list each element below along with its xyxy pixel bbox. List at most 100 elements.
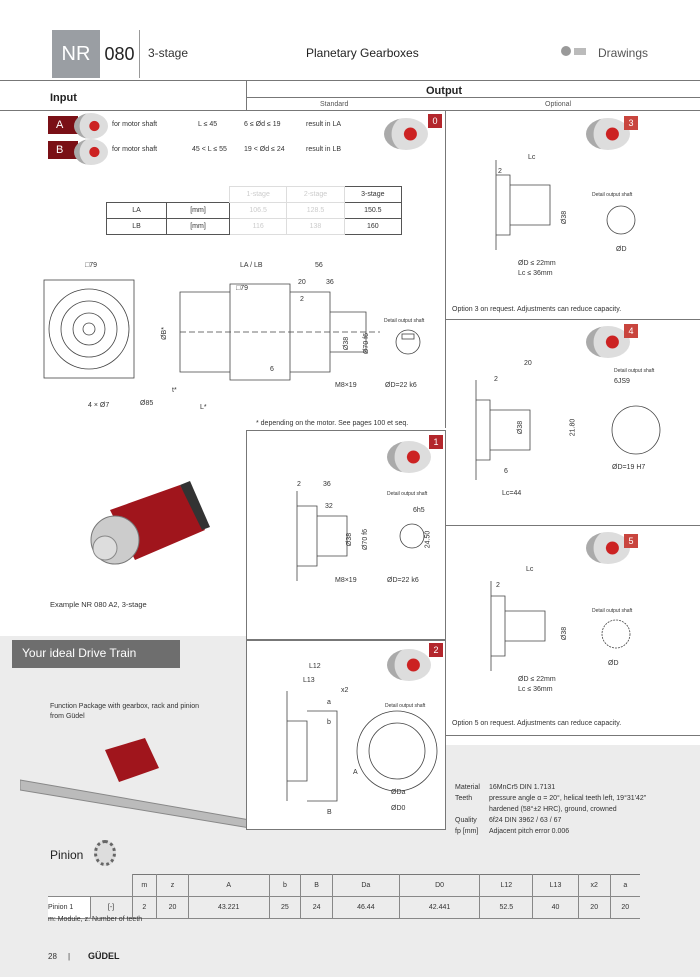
gearbox-image	[586, 118, 630, 150]
dim-label: Lc	[528, 154, 536, 161]
gearbox-image	[387, 649, 431, 681]
dim-label: ØD	[608, 660, 619, 667]
panel-5: 5 Lc 2 Ø38 ØD ØD ≤ 22mm Lc ≤ 36mm Detail…	[446, 526, 700, 736]
detail-label: Detail output shaft	[614, 368, 655, 374]
dim-label: ØB*	[160, 327, 168, 340]
pinion-note: m: Module, z: Number of teeth	[48, 916, 143, 923]
product-image	[70, 470, 210, 580]
dim-label: ØD ≤ 22mm	[518, 676, 556, 683]
col-header: B	[300, 874, 333, 897]
dim-label: Lc ≤ 36mm	[518, 686, 553, 693]
standard-label: Standard	[320, 101, 349, 108]
dim-label: Lc	[526, 566, 534, 573]
page-title: Planetary Gearboxes	[306, 46, 419, 60]
dim-label: b	[327, 719, 331, 726]
cell: 138	[286, 218, 345, 235]
spec-value: pressure angle α = 20°, helical teeth le…	[489, 795, 647, 802]
dim-label: 2	[300, 296, 304, 303]
dim-label: A	[353, 769, 358, 776]
spec-value: hardened (58°±2 HRC), ground, crowned	[489, 806, 617, 813]
dim-label: 20	[298, 279, 306, 286]
panel-3: 3 Lc 2 Ø38 ØD ØD ≤ 22mm Lc ≤ 36mm Detail…	[446, 110, 700, 320]
cell: 20	[156, 896, 189, 919]
row-result: result in LB	[306, 146, 342, 153]
cell: Pinion 1	[48, 896, 91, 919]
divider	[0, 80, 700, 81]
cell: 42.441	[399, 896, 481, 919]
detail-label: Detail output shaft	[385, 703, 426, 709]
gearbox-image	[387, 441, 431, 473]
dim-label: Ø70 f6	[363, 332, 371, 355]
dim-label: ØDa	[391, 789, 406, 796]
cell: [-]	[90, 896, 133, 919]
cell: 160	[343, 218, 403, 235]
dim-label: Ø38	[346, 532, 354, 547]
input-row-b: B for motor shaft 45 < L ≤ 55 19 < Ød ≤ …	[48, 139, 428, 165]
dim-label: ØD0	[391, 805, 406, 812]
cell: [mm]	[166, 218, 230, 235]
cell: 24	[300, 896, 333, 919]
cell: 20	[578, 896, 611, 919]
dim-label: 6	[270, 366, 274, 373]
dim-label: ØD=19 H7	[612, 464, 646, 471]
drive-train-text: Function Package with gearbox, rack and …	[50, 703, 200, 720]
gearbox-image	[384, 118, 428, 150]
dim-label: Ø38	[561, 210, 569, 225]
panel-badge: 1	[429, 435, 443, 449]
dim-label: 56	[315, 262, 323, 269]
gearbox-image	[74, 113, 108, 139]
spec-row: hardened (58°±2 HRC), ground, crowned	[455, 804, 646, 815]
dim-label: 2	[498, 168, 502, 175]
dim-label: t*	[172, 387, 177, 394]
detail-label: Detail output shaft	[592, 608, 633, 614]
dim-label: 36	[323, 481, 331, 488]
panel-badge: 4	[624, 324, 638, 338]
spec-value: 6f24 DIN 3962 / 63 / 67	[489, 817, 562, 824]
option-note: Option 3 on request. Adjustments can red…	[452, 306, 622, 313]
cell: 52.5	[479, 896, 534, 919]
dim-label: Ø70 f6	[362, 528, 370, 551]
page-number: 28	[48, 952, 57, 961]
col-header: a	[610, 874, 640, 897]
footer-separator: |	[68, 952, 71, 961]
cell: LA	[106, 202, 167, 219]
series-badge: NR	[52, 30, 100, 78]
gearbox-image	[586, 326, 630, 358]
dim-label: 24.50	[424, 530, 432, 549]
input-heading: Input	[50, 92, 77, 104]
col-header: z	[156, 874, 189, 897]
drawings-icon	[560, 45, 588, 57]
drive-train-banner: Your ideal Drive Train	[12, 640, 180, 668]
row-text: for motor shaft	[112, 146, 158, 153]
divider	[246, 97, 700, 98]
dim-label: 6h5	[413, 507, 425, 514]
footnote: * depending on the motor. See pages 100 …	[256, 420, 409, 427]
gearbox-image	[586, 532, 630, 564]
dim-label: 2	[496, 582, 500, 589]
dim-label: 36	[326, 279, 334, 286]
input-options: A for motor shaft L ≤ 45 6 ≤ Ød ≤ 19 res…	[48, 113, 428, 165]
panel-badge: 3	[624, 116, 638, 130]
dim-label: x2	[341, 687, 349, 694]
cell: 20	[610, 896, 640, 919]
dim-label: LA / LB	[240, 262, 263, 269]
col-header: D0	[399, 874, 481, 897]
dim-label: Ø38	[343, 336, 351, 351]
input-row-a: A for motor shaft L ≤ 45 6 ≤ Ød ≤ 19 res…	[48, 113, 428, 139]
gearbox-drawing	[43, 279, 421, 381]
pinion-heading: Pinion	[50, 848, 84, 862]
col-header: A	[188, 874, 270, 897]
col-header: L12	[479, 874, 534, 897]
gearbox-image	[74, 139, 108, 165]
divider	[0, 110, 700, 111]
detail-label: Detail output shaft	[592, 192, 633, 198]
cell: 2	[132, 896, 158, 919]
dim-label: Ø85	[140, 400, 154, 407]
col-header: x2	[578, 874, 611, 897]
